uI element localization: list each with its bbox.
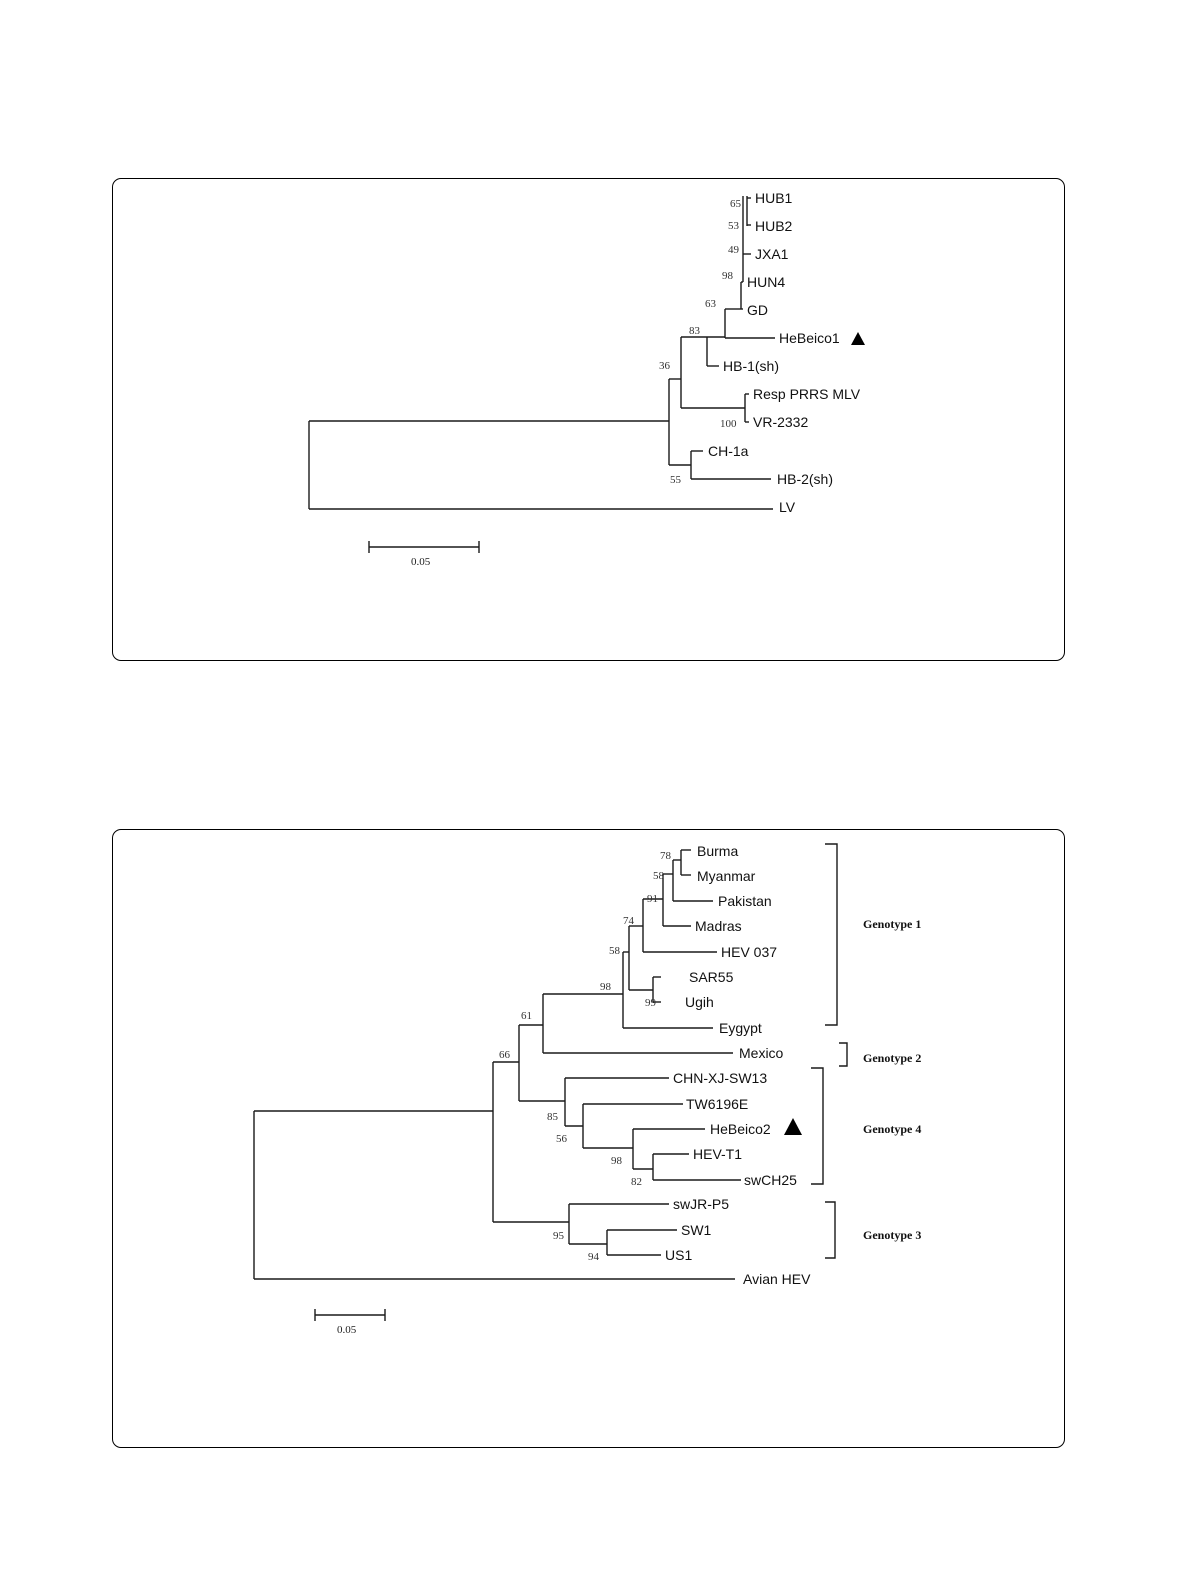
leaf-lv: LV <box>779 499 796 515</box>
bootstrap-65: 65 <box>730 198 742 210</box>
bootstrap-85: 85 <box>547 1111 559 1123</box>
leaf-mexico: Mexico <box>739 1045 784 1061</box>
leaf-swch25: swCH25 <box>744 1172 797 1188</box>
leaf-sw1: SW1 <box>681 1222 712 1238</box>
phylogenetic-tree-hev: Burma Myanmar Pakistan Madras HEV 037 SA… <box>253 843 921 1336</box>
bootstrap-91: 91 <box>647 893 658 905</box>
leaf-pakistan: Pakistan <box>718 893 772 909</box>
leaf-swjr-p5: swJR-P5 <box>673 1196 729 1212</box>
leaf-hun4: HUN4 <box>747 274 785 290</box>
tree-panel-prrsv: HUB1 HUB2 JXA1 HUN4 GD HeBeico1 HB-1(sh)… <box>112 178 1065 661</box>
leaf-hub2: HUB2 <box>755 218 793 234</box>
leaf-resp-prrs-mlv: Resp PRRS MLV <box>753 386 861 402</box>
label-genotype-4: Genotype 4 <box>863 1122 921 1136</box>
label-genotype-2: Genotype 2 <box>863 1051 921 1065</box>
leaf-labels: Burma Myanmar Pakistan Madras HEV 037 SA… <box>665 843 811 1287</box>
leaf-hev-t1: HEV-T1 <box>693 1146 742 1162</box>
triangle-marker-icon <box>784 1118 802 1135</box>
genotype-brackets <box>811 843 848 1259</box>
tree-panel-hev: Burma Myanmar Pakistan Madras HEV 037 SA… <box>112 829 1065 1448</box>
bootstrap-74: 74 <box>623 915 635 927</box>
bootstrap-83: 83 <box>689 325 701 337</box>
bootstrap-values: 65 53 49 98 63 83 36 100 55 <box>659 198 742 486</box>
tree-branches <box>253 849 741 1280</box>
bootstrap-53: 53 <box>728 220 740 232</box>
scale-bar-line <box>368 541 480 553</box>
genotype-labels: Genotype 1 Genotype 2 Genotype 4 Genotyp… <box>863 917 921 1242</box>
bootstrap-98: 98 <box>722 270 734 282</box>
bootstrap-95: 95 <box>553 1230 565 1242</box>
leaf-hb1: HB-1(sh) <box>723 358 779 374</box>
leaf-tw6196e: TW6196E <box>686 1096 748 1112</box>
phylogenetic-tree-prrsv: HUB1 HUB2 JXA1 HUN4 GD HeBeico1 HB-1(sh)… <box>308 190 865 568</box>
leaf-hebeico1: HeBeico1 <box>779 330 840 346</box>
bootstrap-100: 100 <box>720 418 737 430</box>
leaf-sar55: SAR55 <box>689 969 734 985</box>
bootstrap-98-lower: 98 <box>611 1155 623 1167</box>
scale-bar-label: 0.05 <box>337 1324 357 1336</box>
scale-bar: 0.05 <box>368 541 480 568</box>
bootstrap-55: 55 <box>670 474 682 486</box>
leaf-burma: Burma <box>697 843 738 859</box>
leaf-avian-hev: Avian HEV <box>743 1271 811 1287</box>
bootstrap-49: 49 <box>728 244 740 256</box>
leaf-us1: US1 <box>665 1247 692 1263</box>
bootstrap-61: 61 <box>521 1010 532 1022</box>
bracket-genotype-1 <box>825 843 838 1026</box>
bootstrap-values: 78 58 91 74 58 98 99 61 66 85 56 98 82 9… <box>499 850 672 1263</box>
leaf-gd: GD <box>747 302 768 318</box>
leaf-ch1a: CH-1a <box>708 443 749 459</box>
label-genotype-1: Genotype 1 <box>863 917 921 931</box>
bootstrap-36: 36 <box>659 360 671 372</box>
leaf-hub1: HUB1 <box>755 190 793 206</box>
bootstrap-56: 56 <box>556 1133 568 1145</box>
bracket-genotype-4 <box>811 1067 824 1185</box>
leaf-jxa1: JXA1 <box>755 246 789 262</box>
scale-bar-label: 0.05 <box>411 556 431 568</box>
leaf-hebeico2: HeBeico2 <box>710 1121 771 1137</box>
bracket-genotype-2 <box>839 1042 848 1067</box>
leaf-ugih: Ugih <box>685 994 714 1010</box>
bootstrap-78: 78 <box>660 850 672 862</box>
leaf-eygypt: Eygypt <box>719 1020 762 1036</box>
triangle-marker-icon <box>851 332 865 345</box>
scale-bar-line <box>314 1309 386 1321</box>
scale-bar: 0.05 <box>314 1309 386 1336</box>
bootstrap-58-upper: 58 <box>653 870 665 882</box>
bracket-genotype-3 <box>825 1201 836 1259</box>
bootstrap-58-lower: 58 <box>609 945 621 957</box>
bootstrap-63: 63 <box>705 298 717 310</box>
leaf-hb2: HB-2(sh) <box>777 471 833 487</box>
bootstrap-99: 99 <box>645 997 657 1009</box>
leaf-myanmar: Myanmar <box>697 868 756 884</box>
bootstrap-98-upper: 98 <box>600 981 612 993</box>
leaf-vr2332: VR-2332 <box>753 414 808 430</box>
leaf-chn-xj-sw13: CHN-XJ-SW13 <box>673 1070 767 1086</box>
label-genotype-3: Genotype 3 <box>863 1228 921 1242</box>
bootstrap-66: 66 <box>499 1049 511 1061</box>
bootstrap-94: 94 <box>588 1251 600 1263</box>
leaf-labels: HUB1 HUB2 JXA1 HUN4 GD HeBeico1 HB-1(sh)… <box>708 190 865 515</box>
leaf-hev037: HEV 037 <box>721 944 777 960</box>
tree-branches <box>308 196 775 510</box>
bootstrap-82: 82 <box>631 1176 642 1188</box>
leaf-madras: Madras <box>695 918 742 934</box>
